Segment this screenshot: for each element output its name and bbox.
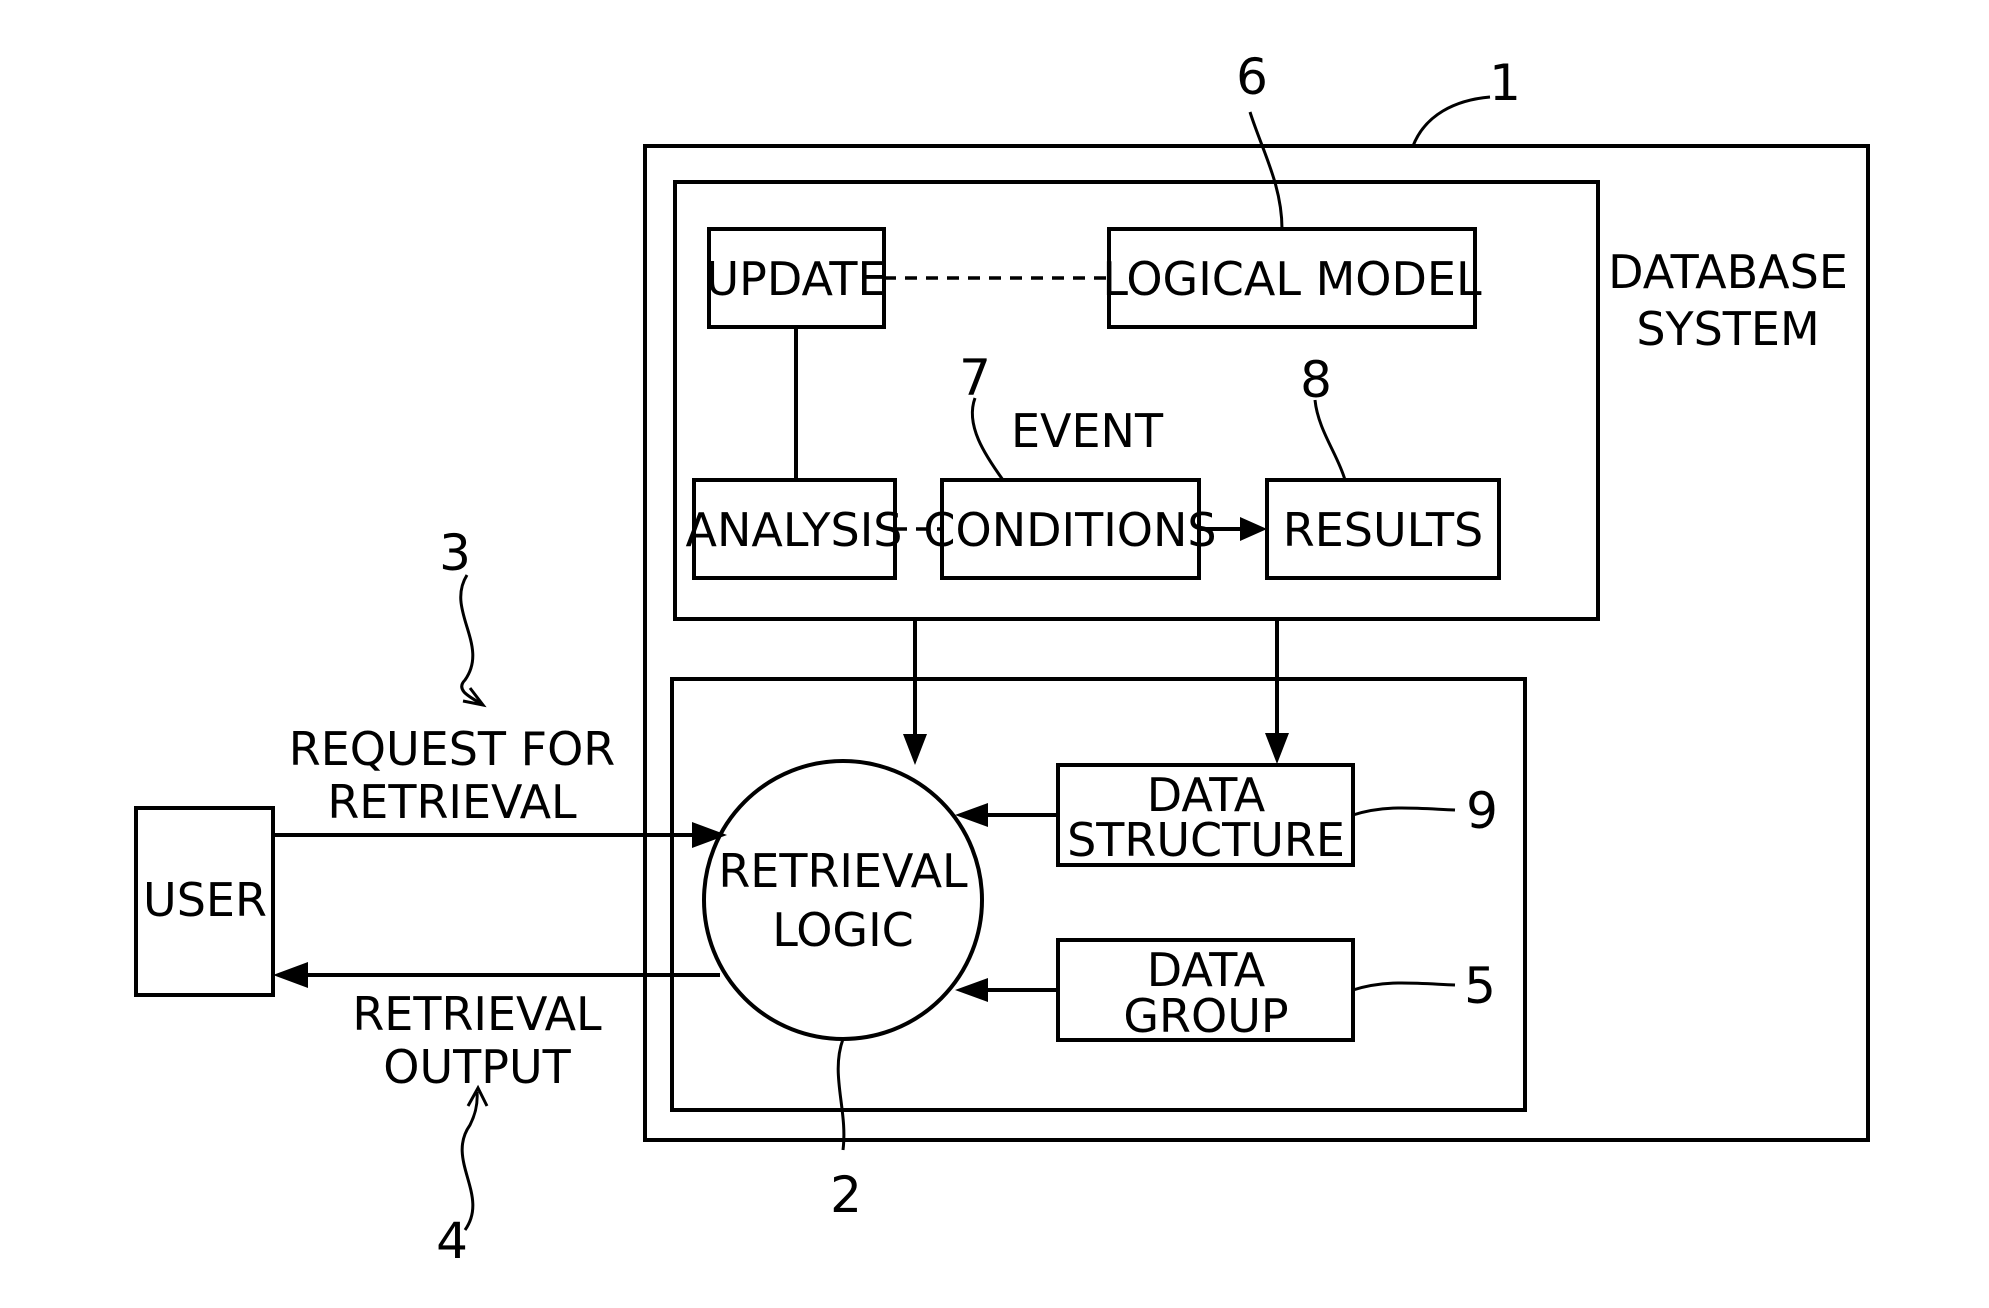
output-label-line1: RETRIEVAL — [352, 987, 602, 1041]
ref-5: 5 — [1464, 957, 1496, 1015]
ref-8: 8 — [1300, 351, 1332, 409]
ref-4-leader — [462, 1092, 477, 1230]
request-label-line1: REQUEST FOR — [289, 722, 616, 776]
ref-8-leader — [1315, 400, 1345, 480]
conditions-to-results-arrowhead — [1240, 517, 1267, 541]
ref-9: 9 — [1466, 782, 1498, 840]
database-system-label-line1: DATABASE — [1608, 245, 1848, 299]
user-label: USER — [143, 873, 267, 927]
data-structure-label-line2: STRUCTURE — [1067, 813, 1345, 867]
ref-3-leader-tip — [463, 688, 483, 705]
ref-1: 1 — [1489, 54, 1521, 112]
ref-6-leader — [1250, 112, 1282, 229]
ref-3-leader — [461, 575, 480, 703]
data-group-to-logic-arrowhead — [955, 978, 988, 1002]
output-label-line2: OUTPUT — [383, 1040, 571, 1094]
data-group-label-line2: GROUP — [1123, 989, 1288, 1043]
retrieval-logic-label-line1: RETRIEVAL — [718, 844, 968, 898]
ref-2-leader — [838, 1039, 844, 1150]
ref-4: 4 — [436, 1212, 468, 1270]
ref-7-leader — [972, 398, 1003, 480]
retrieval-logic-label-line2: LOGIC — [772, 903, 914, 957]
request-label-line2: RETRIEVAL — [327, 775, 577, 829]
results-label: RESULTS — [1283, 503, 1484, 557]
ref-9-leader — [1353, 808, 1455, 815]
ref-1-leader — [1413, 97, 1490, 146]
ref-3: 3 — [439, 524, 471, 582]
output-arrowhead — [273, 962, 308, 988]
event-label: EVENT — [1011, 404, 1164, 458]
retrieval-logic-circle — [704, 761, 982, 1039]
logical-model-label: LOGICAL MODEL — [1102, 252, 1482, 306]
ref-6: 6 — [1236, 48, 1268, 106]
database-system-label-line2: SYSTEM — [1636, 302, 1819, 356]
analysis-label: ANALYSIS — [686, 503, 903, 557]
ref-2: 2 — [830, 1166, 862, 1224]
upper-to-retrieval-logic-arrowhead — [903, 734, 927, 765]
upper-to-data-structure-arrowhead — [1265, 733, 1289, 764]
update-label: UPDATE — [705, 252, 886, 306]
ref-5-leader — [1353, 983, 1455, 990]
ref-7: 7 — [959, 349, 991, 407]
conditions-label: CONDITIONS — [923, 503, 1216, 557]
